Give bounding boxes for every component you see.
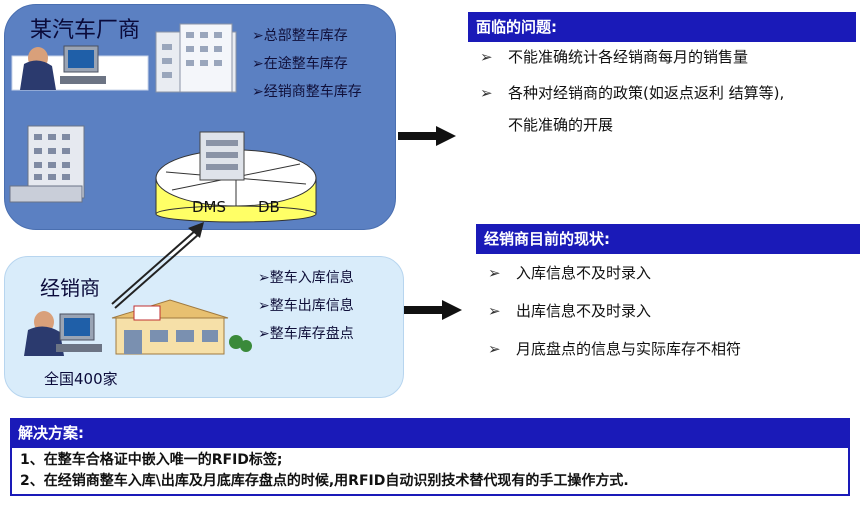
status-list: ➢入库信息不及时录入 ➢出库信息不及时录入 ➢月底盘点的信息与实际库存不相符 [476, 254, 860, 368]
dealer-worker-icon [24, 311, 102, 356]
dms-db-cylinder-icon [155, 131, 317, 223]
issue-item: ➢不能准确统计各经销商每月的销售量 [480, 48, 749, 66]
status-box: 经销商目前的现状: ➢入库信息不及时录入 ➢出库信息不及时录入 ➢月底盘点的信息… [476, 224, 860, 368]
dealer-item: ➢整车入库信息 [258, 270, 354, 286]
solution-body: 1、在整车合格证中嵌入唯一的RFID标签; 2、在经销商整车入库\出库及月底库存… [10, 448, 850, 496]
oem-title: 某汽车厂商 [30, 18, 141, 43]
oem-inventory-list: ➢总部整车库存 ➢在途整车库存 ➢经销商整车库存 [252, 22, 362, 106]
hq-building-icon [155, 23, 237, 93]
dealer-shop-icon [111, 299, 252, 355]
warehouse-building-icon [9, 125, 85, 203]
dealer-info-list: ➢整车入库信息 ➢整车出库信息 ➢整车库存盘点 [258, 264, 354, 348]
status-item: ➢月底盘点的信息与实际库存不相符 [488, 340, 742, 358]
status-heading: 经销商目前的现状: [476, 224, 860, 254]
dealer-item: ➢整车出库信息 [258, 298, 354, 314]
db-label-dms: DMS [192, 198, 227, 216]
issues-list: ➢不能准确统计各经销商每月的销售量 ➢各种对经销商的政策(如返点返利 结算等),… [468, 42, 856, 140]
dealer-item: ➢整车库存盘点 [258, 326, 354, 342]
issue-item: ➢各种对经销商的政策(如返点返利 结算等), [480, 84, 785, 102]
dealer-count: 全国400家 [44, 370, 118, 388]
oem-item: ➢在途整车库存 [252, 56, 348, 72]
status-item: ➢出库信息不及时录入 [488, 302, 652, 320]
solution-line: 2、在经销商整车入库\出库及月底库存盘点的时候,用RFID自动识别技术替代现有的… [20, 473, 629, 489]
oem-worker-icon [11, 45, 149, 91]
issue-item-continuation: 不能准确的开展 [508, 116, 614, 134]
solution-line: 1、在整车合格证中嵌入唯一的RFID标签; [20, 452, 283, 468]
oem-item: ➢总部整车库存 [252, 28, 348, 44]
sync-arrow [111, 222, 204, 309]
db-label-db: DB [258, 198, 280, 216]
dealer-title: 经销商 [40, 276, 100, 300]
solution-heading: 解决方案: [10, 418, 850, 448]
arrow-to-status [404, 300, 462, 320]
issues-box: 面临的问题: ➢不能准确统计各经销商每月的销售量 ➢各种对经销商的政策(如返点返… [468, 12, 856, 140]
status-item: ➢入库信息不及时录入 [488, 264, 652, 282]
oem-item: ➢经销商整车库存 [252, 84, 362, 100]
issues-heading: 面临的问题: [468, 12, 856, 42]
arrow-to-issues [398, 126, 456, 146]
